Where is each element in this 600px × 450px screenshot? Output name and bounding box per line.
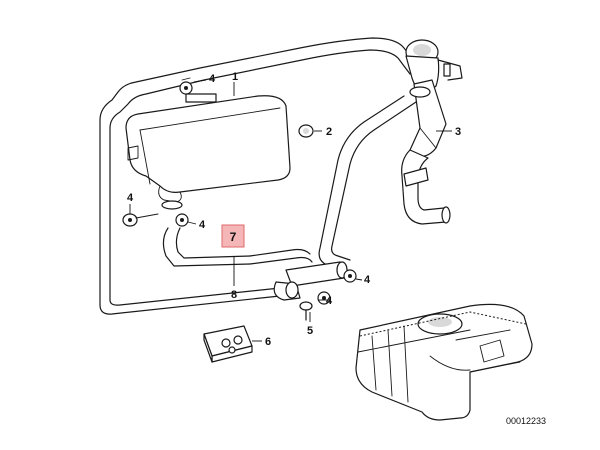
- filler-neck: [401, 39, 463, 225]
- reference-number: 00012233: [506, 416, 546, 426]
- callout-1: 1: [232, 71, 238, 83]
- callout-4-right: 4: [364, 274, 371, 286]
- callout-7: 7: [230, 230, 237, 244]
- hose-clamp-lower: [317, 291, 331, 305]
- screw: [299, 301, 313, 321]
- cap-plug: [298, 124, 314, 138]
- hose-connectors: [273, 261, 348, 301]
- callout-6: 6: [265, 336, 271, 348]
- rubber-grommet: [203, 325, 253, 363]
- callout-8: 8: [231, 289, 237, 301]
- expansion-tank: [125, 93, 291, 210]
- callout-4-top: 4: [209, 73, 216, 85]
- leader-lines: [129, 79, 452, 342]
- callout-2: 2: [326, 126, 332, 138]
- hose-clamp-top: [179, 77, 193, 95]
- callout-4-left: 4: [127, 192, 134, 204]
- callout-4-middle: 4: [199, 219, 206, 231]
- hose-clamp-middle: [175, 213, 189, 227]
- hose-clamp-right: [343, 269, 357, 283]
- fill-hose: [318, 95, 417, 271]
- fuel-tank: [355, 303, 533, 421]
- hose-clamp-left: [122, 213, 159, 227]
- highlight-box: [221, 224, 245, 248]
- callout-4-lower: 4: [326, 295, 333, 307]
- callout-3: 3: [455, 126, 461, 138]
- vent-hose: [99, 37, 419, 315]
- tank-outlet-hose: [162, 227, 313, 267]
- callout-5: 5: [307, 325, 313, 337]
